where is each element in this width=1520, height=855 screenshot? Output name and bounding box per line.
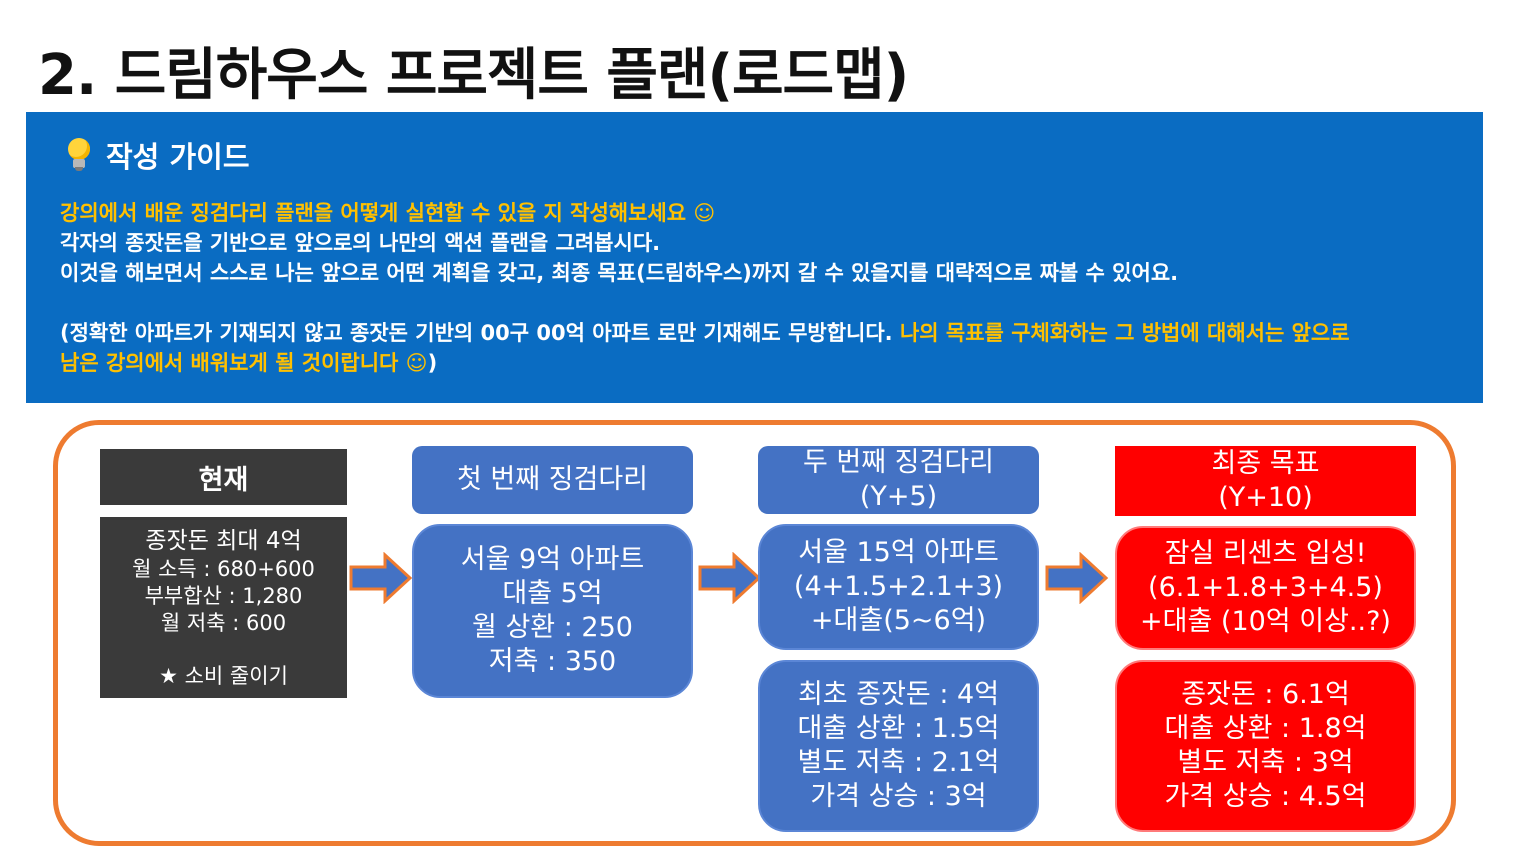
second-step-header-line-2: (Y+5): [859, 481, 938, 512]
second-step-detail-3: 별도 저축 : 2.1억: [797, 747, 1000, 778]
guide-header: 작성 가이드: [66, 134, 250, 176]
current-line-2: 월 소득 : 680+600: [132, 556, 315, 581]
arrow-right-icon: [698, 552, 762, 604]
final-goal-header-line-2: (Y+10): [1218, 482, 1313, 513]
current-body: 종잣돈 최대 4억 월 소득 : 680+600 부부합산 : 1,280 월 …: [100, 517, 347, 698]
final-goal-detail-1: 종잣돈 : 6.1억: [1181, 679, 1350, 710]
guide-note-yellow: 나의 목표를 구체화하는 그 방법에 대해서는 앞으로: [892, 321, 1350, 345]
final-goal-header-line-1: 최종 목표: [1211, 448, 1320, 479]
first-step-line-3: 월 상환 : 250: [472, 612, 633, 643]
final-goal-line-1: 잠실 리센츠 입성!: [1164, 538, 1367, 569]
roadmap-frame: [53, 420, 1456, 846]
guide-line-3: 이것을 해보면서 스스로 나는 앞으로 어떤 계획을 갖고, 최종 목표(드림하…: [60, 261, 1179, 285]
guide-line-2: 각자의 종잣돈을 기반으로 앞으로의 나만의 액션 플랜을 그려봅시다.: [60, 231, 661, 255]
final-goal-line-3: +대출 (10억 이상..?): [1140, 606, 1391, 637]
current-line-4: 월 저축 : 600: [160, 610, 287, 635]
final-goal-details: 종잣돈 : 6.1억 대출 상환 : 1.8억 별도 저축 : 3억 가격 상승…: [1115, 660, 1416, 832]
guide-note-white: (정확한 아파트가 기재되지 않고 종잣돈 기반의 00구 00억 아파트 로만…: [60, 321, 893, 345]
second-step-details: 최초 종잣돈 : 4억 대출 상환 : 1.5억 별도 저축 : 2.1억 가격…: [758, 660, 1039, 832]
final-goal-detail-2: 대출 상환 : 1.8억: [1164, 713, 1367, 744]
first-step-body: 서울 9억 아파트 대출 5억 월 상환 : 250 저축 : 350: [412, 524, 693, 698]
second-step-body: 서울 15억 아파트 (4+1.5+2.1+3) +대출(5~6억): [758, 524, 1039, 650]
second-step-line-3: +대출(5~6억): [810, 605, 987, 636]
second-step-detail-1: 최초 종잣돈 : 4억: [797, 679, 1000, 710]
guide-note-line-1: (정확한 아파트가 기재되지 않고 종잣돈 기반의 00구 00억 아파트 로만…: [60, 318, 1480, 348]
current-header: 현재: [100, 449, 347, 505]
guide-note-close: ): [427, 351, 438, 375]
arrow-right-icon: [349, 552, 413, 604]
guide-line-1: 강의에서 배운 징검다리 플랜을 어떻게 실현할 수 있을 지 작성해보세요 ☺: [60, 201, 716, 225]
second-step-detail-4: 가격 상승 : 3억: [810, 781, 987, 812]
final-goal-detail-4: 가격 상승 : 4.5억: [1164, 781, 1367, 812]
second-step-line-1: 서울 15억 아파트: [798, 537, 999, 568]
final-goal-detail-3: 별도 저축 : 3억: [1177, 747, 1354, 778]
second-step-header: 두 번째 징검다리 (Y+5): [758, 446, 1039, 514]
final-goal-body: 잠실 리센츠 입성! (6.1+1.8+3+4.5) +대출 (10억 이상..…: [1115, 526, 1416, 650]
current-line-1: 종잣돈 최대 4억: [145, 527, 302, 554]
first-step-header: 첫 번째 징검다리: [412, 446, 693, 514]
guide-note-yellow-2: 남은 강의에서 배워보게 될 것이랍니다 ☺: [60, 351, 428, 375]
guide-box: 작성 가이드 강의에서 배운 징검다리 플랜을 어떻게 실현할 수 있을 지 작…: [26, 112, 1483, 403]
current-line-3: 부부합산 : 1,280: [144, 583, 303, 608]
guide-note-line-2: 남은 강의에서 배워보게 될 것이랍니다 ☺): [60, 348, 1480, 378]
first-step-line-1: 서울 9억 아파트: [460, 544, 645, 575]
current-note: ★ 소비 줄이기: [159, 663, 288, 688]
guide-title: 작성 가이드: [106, 140, 250, 174]
second-step-header-line-1: 두 번째 징검다리: [802, 447, 995, 478]
arrow-right-icon: [1045, 552, 1109, 604]
second-step-line-2: (4+1.5+2.1+3): [793, 571, 1004, 602]
first-step-line-2: 대출 5억: [502, 578, 603, 609]
first-step-line-4: 저축 : 350: [488, 646, 617, 677]
final-goal-line-2: (6.1+1.8+3+4.5): [1148, 572, 1383, 603]
second-step-detail-2: 대출 상환 : 1.5억: [797, 713, 1000, 744]
final-goal-header: 최종 목표 (Y+10): [1115, 446, 1416, 516]
lightbulb-icon: [66, 138, 92, 172]
page-title: 2. 드림하우스 프로젝트 플랜(로드맵): [38, 43, 909, 108]
